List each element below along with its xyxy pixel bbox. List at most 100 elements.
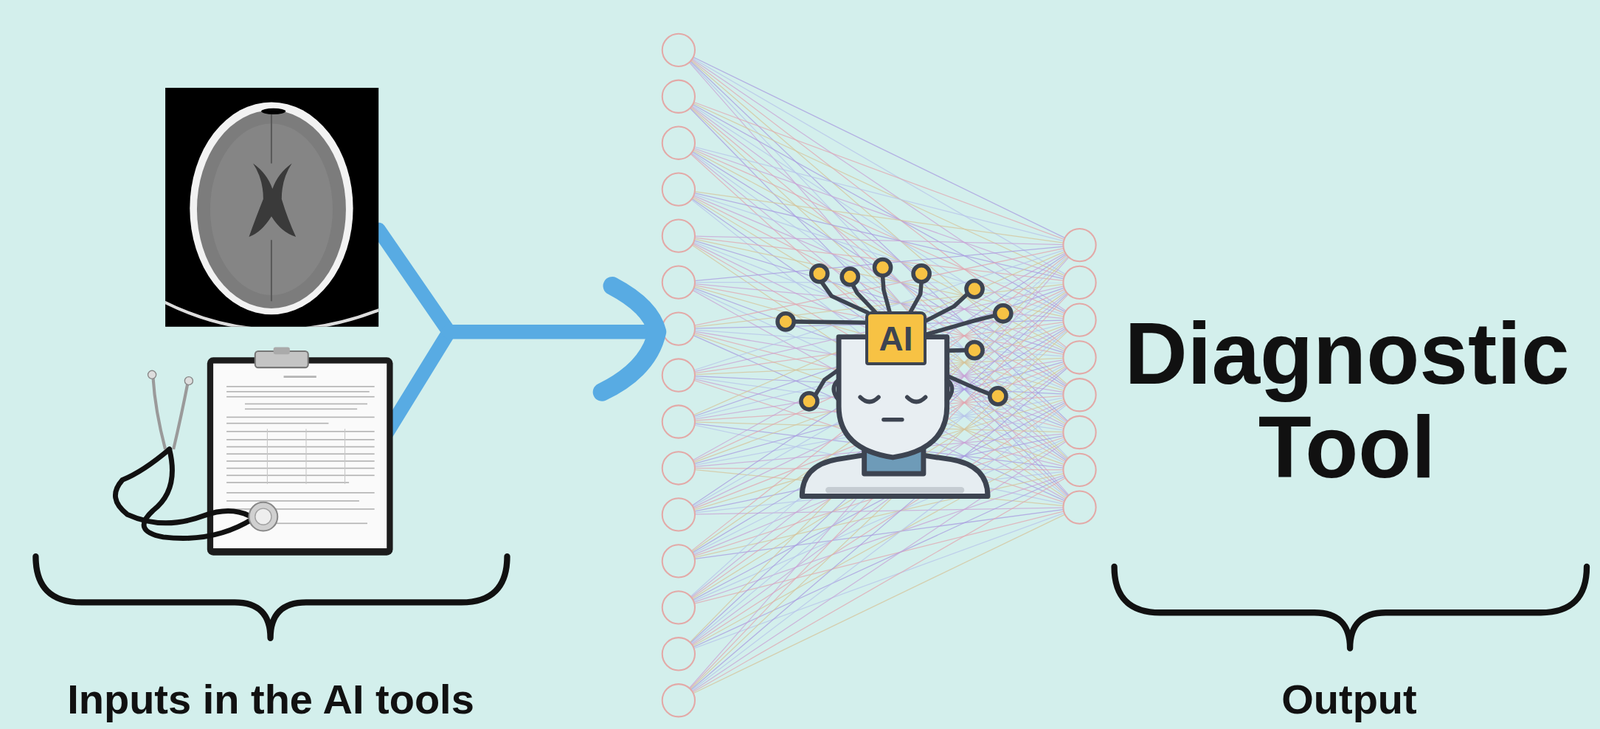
ai-head-icon-part-part <box>924 315 995 335</box>
ai-head-icon-part-part <box>924 294 968 322</box>
clipboard-illustration-part <box>152 377 166 450</box>
network-connection <box>678 244 1080 701</box>
ai-head-icon-part-part <box>966 281 983 298</box>
clipboard-illustration-part <box>226 375 375 524</box>
network-connection <box>678 282 1080 608</box>
network-connection <box>678 50 1080 245</box>
network-connection <box>678 143 1080 245</box>
clipboard-illustration-part-part <box>226 508 375 510</box>
neuron-circle <box>662 404 695 438</box>
clipboard-illustration-part <box>143 449 254 539</box>
network-connection <box>678 244 1080 283</box>
network-connection <box>678 320 1080 469</box>
clipboard-illustration-part-part <box>226 416 375 419</box>
ai-head-icon-part-part <box>777 313 794 330</box>
network-connection <box>678 469 1080 701</box>
neural-network <box>662 33 1097 718</box>
clipboard-illustration-part-part <box>226 474 375 476</box>
neuron-circle <box>1062 490 1096 524</box>
ai-head-icon-part-part <box>793 321 868 323</box>
network-connection <box>678 96 1080 470</box>
neuron-circle <box>662 80 695 113</box>
ct-scan-image-part-part <box>261 108 286 115</box>
clipboard-illustration-part-part <box>226 500 360 502</box>
network-connection <box>678 189 1080 321</box>
network-connection <box>678 143 1080 508</box>
network-connection <box>678 50 1080 395</box>
neuron-circle <box>662 265 695 299</box>
clipboard-illustration-part <box>273 346 290 355</box>
network-connection <box>678 236 1080 321</box>
clipboard-illustration-part-part <box>226 446 375 448</box>
network-connection <box>678 282 1080 561</box>
network-connection <box>678 50 1080 508</box>
neuron-circle <box>1062 416 1096 449</box>
output-caption: Output <box>1281 676 1417 723</box>
neuron-circle <box>662 312 695 345</box>
network-connection <box>678 320 1080 701</box>
clipboard-illustration-part <box>184 376 193 386</box>
neuron-circle <box>662 637 695 670</box>
network-connection <box>678 96 1080 245</box>
network-connection <box>678 282 1080 376</box>
network-connection <box>678 96 1080 508</box>
clipboard-illustration-part <box>249 502 279 532</box>
input-arrow-part <box>449 324 654 339</box>
curly-brace-part <box>35 556 507 639</box>
neuron-circle <box>1062 453 1096 487</box>
ai-head-icon-part-part <box>995 305 1012 322</box>
network-connection <box>678 189 1080 470</box>
ai-head-icon-part-part <box>821 281 868 313</box>
ai-head-icon-part-part <box>801 393 818 410</box>
clipboard-illustration-part-part <box>226 430 375 433</box>
clipboard-illustration-part-part <box>226 385 375 388</box>
clipboard-illustration-part <box>213 363 387 549</box>
clipboard-illustration-part-part <box>226 422 329 425</box>
ai-head-icon-part <box>883 417 903 422</box>
ct-scan-image <box>152 87 393 330</box>
clipboard-illustration-part <box>115 449 249 524</box>
network-connection <box>678 244 1080 561</box>
network-connection <box>678 507 1080 701</box>
network-connection <box>678 143 1080 358</box>
clipboard-illustration-part-part <box>226 481 349 484</box>
ct-scan-image-part <box>165 87 379 327</box>
clipboard-illustration-part <box>255 508 272 525</box>
neuron-circle <box>662 451 695 484</box>
ai-head-icon-part-part <box>913 265 930 282</box>
ai-head-icon <box>777 258 1012 496</box>
neuron-circle <box>1062 378 1096 411</box>
ai-chip-box: AI <box>865 311 927 366</box>
clipboard-illustration-part-part <box>226 438 375 441</box>
network-connection <box>678 189 1080 508</box>
neuron-circle <box>662 683 695 717</box>
ai-head-icon-part-part <box>966 342 983 359</box>
ai-head-icon-part-part <box>989 388 1007 405</box>
neuron-circle <box>662 358 695 391</box>
ai-head-icon-part-part <box>910 281 922 313</box>
ai-head-icon-part <box>947 379 953 401</box>
ai-head-icon-part <box>907 396 926 402</box>
network-connection <box>678 244 1080 608</box>
neuron-circle <box>662 544 695 577</box>
clipboard-illustration-part-part <box>226 396 375 398</box>
ai-head-icon-part-part <box>811 265 828 282</box>
network-connection <box>678 282 1080 654</box>
input-arrow <box>378 229 658 446</box>
ai-head-icon-part <box>828 486 962 493</box>
ai-head-icon-part-part <box>841 268 858 285</box>
network-connection <box>678 143 1080 283</box>
curly-brace-part <box>1114 566 1587 649</box>
curly-brace <box>35 556 1587 649</box>
clipboard-illustration-part-part <box>244 408 358 411</box>
neuron-circle <box>1062 228 1096 262</box>
ct-scan-image-part-part <box>196 109 346 308</box>
ct-scan-image-part-part <box>270 239 273 301</box>
ai-head-icon-part-part <box>882 275 891 313</box>
network-connection <box>678 143 1080 396</box>
network-connection <box>678 320 1080 515</box>
neuron-circle <box>662 33 695 67</box>
ct-scan-image-part-part <box>189 101 353 315</box>
ai-head-icon-part <box>860 396 879 402</box>
